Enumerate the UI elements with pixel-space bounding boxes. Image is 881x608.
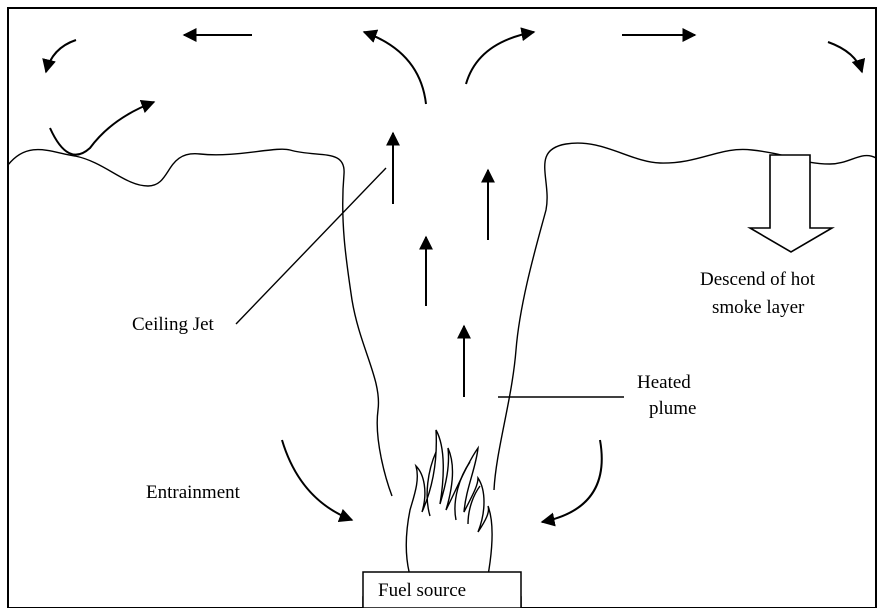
descend-label-line2: smoke layer — [712, 297, 805, 318]
smoke-rolling-arrow — [50, 102, 154, 155]
entrainment-label: Entrainment — [146, 482, 241, 503]
ceiling-arrow-center-left-curve — [364, 32, 426, 104]
entrainment-arrow-right — [542, 440, 602, 522]
ceiling-jet-leader — [236, 168, 386, 324]
flame-icon — [406, 430, 492, 596]
ceiling-jet-label: Ceiling Jet — [132, 314, 215, 335]
ceiling-flow-arrows — [46, 32, 862, 155]
entrainment-arrows — [282, 440, 602, 522]
plume-rising-arrows — [393, 133, 488, 397]
ceiling-arrow-far-left-curl — [46, 40, 76, 72]
ceiling-arrow-center-right-curve — [466, 32, 534, 84]
descend-label-line1: Descend of hot — [700, 269, 816, 290]
entrainment-arrow-left — [282, 440, 352, 520]
heated-plume-label-line1: Heated — [637, 372, 691, 393]
smoke-layer-right — [494, 143, 876, 490]
descend-hollow-arrow — [750, 155, 832, 252]
flame-outline — [406, 430, 492, 596]
heated-plume-label-line2: plume — [649, 398, 697, 419]
fuel-source-label: Fuel source — [378, 580, 466, 601]
ceiling-arrow-far-right-curl — [828, 42, 862, 72]
